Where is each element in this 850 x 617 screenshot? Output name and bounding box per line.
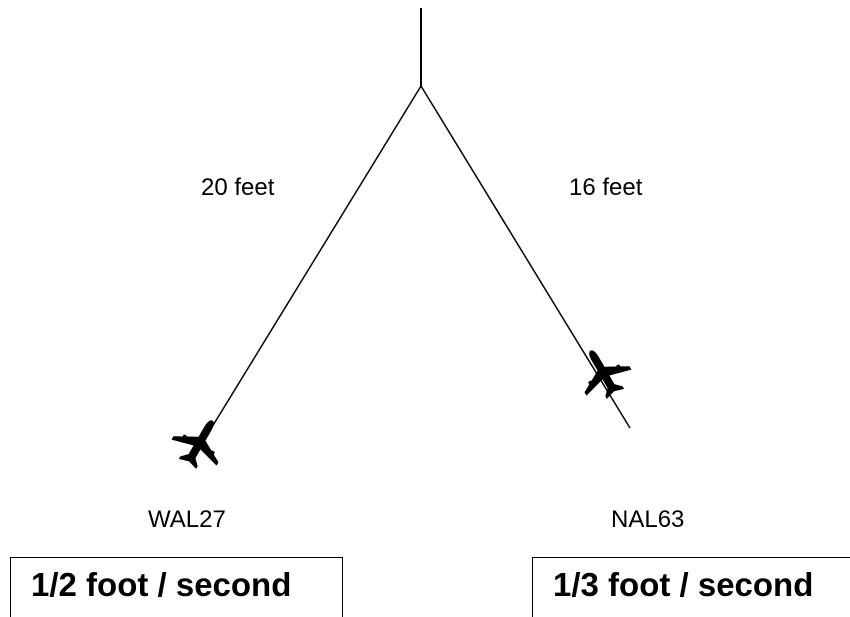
- right-speed-box: 1/3 foot / second: [532, 557, 850, 617]
- left-distance-label: 20 feet: [201, 174, 275, 201]
- left-branch-line: [211, 85, 422, 428]
- right-speed-label: 1/3 foot / second: [553, 566, 814, 603]
- left-flight-id: WAL27: [148, 506, 226, 533]
- airplane-icon: [567, 337, 639, 407]
- right-branch-line: [420, 85, 631, 429]
- left-speed-box: 1/2 foot / second: [10, 557, 343, 617]
- right-distance-label: 16 feet: [569, 174, 643, 201]
- airplane-icon: [164, 407, 236, 477]
- right-flight-id: NAL63: [611, 506, 685, 533]
- left-speed-label: 1/2 foot / second: [31, 566, 292, 603]
